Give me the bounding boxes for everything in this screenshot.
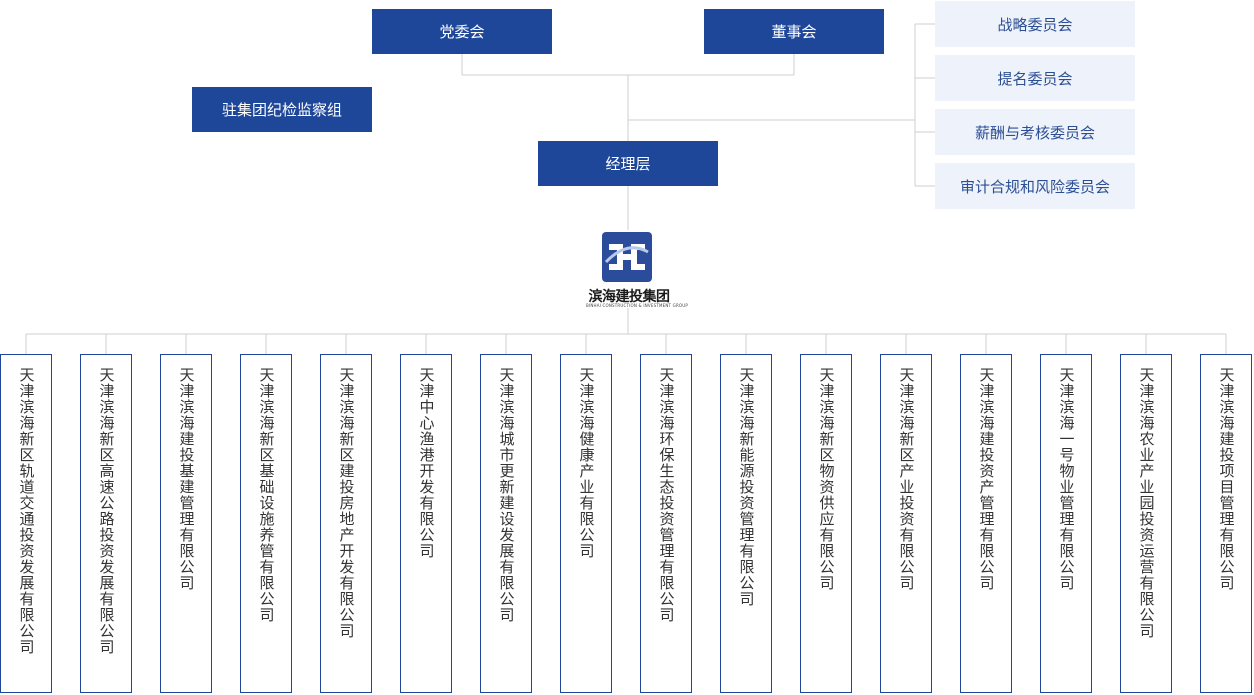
company-box: 天津滨海新区高速公路投资发展有限公司 [80,354,132,693]
company-label: 天津滨海环保生态投资管理有限公司 [657,367,676,623]
company-box: 天津滨海新能源投资管理有限公司 [720,354,772,693]
company-box: 天津滨海建投项目管理有限公司 [1200,354,1252,693]
company-label: 天津滨海新能源投资管理有限公司 [737,367,756,607]
logo-mark-icon [602,232,652,282]
company-box: 天津滨海新区产业投资有限公司 [880,354,932,693]
company-box: 天津滨海建投基建管理有限公司 [160,354,212,693]
company-box: 天津滨海新区轨道交通投资发展有限公司 [0,354,52,693]
company-label: 天津滨海农业产业园投资运营有限公司 [1137,367,1156,639]
company-label: 天津中心渔港开发有限公司 [417,367,436,559]
company-label: 天津滨海新区建投房地产开发有限公司 [337,367,356,639]
company-box: 天津滨海一号物业管理有限公司 [1040,354,1092,693]
company-box: 天津滨海农业产业园投资运营有限公司 [1120,354,1172,693]
company-label: 天津滨海建投基建管理有限公司 [177,367,196,591]
company-label: 天津滨海新区物资供应有限公司 [817,367,836,591]
discipline-group-label: 驻集团纪检监察组 [221,101,342,119]
management-box: 经理层 [538,141,718,186]
committee-strategy: 战略委员会 [935,1,1135,47]
board-label: 董事会 [771,23,817,41]
logo-subtitle: BINHAI CONSTRUCTION & INVESTMENT GROUP [586,303,689,308]
management-label: 经理层 [605,155,651,173]
committee-nomination: 提名委员会 [935,55,1135,101]
company-label: 天津滨海健康产业有限公司 [577,367,596,559]
company-label: 天津滨海新区高速公路投资发展有限公司 [97,367,116,655]
company-label: 天津滨海新区基础设施养管有限公司 [257,367,276,623]
group-logo: 滨海建投集团 BINHAI CONSTRUCTION & INVESTMENT … [586,230,689,310]
committee-compensation: 薪酬与考核委员会 [935,109,1135,155]
board-box: 董事会 [704,9,884,54]
company-label: 天津滨海新区产业投资有限公司 [897,367,916,591]
party-committee-label: 党委会 [439,23,485,41]
company-box: 天津滨海环保生态投资管理有限公司 [640,354,692,693]
company-box: 天津滨海新区基础设施养管有限公司 [240,354,292,693]
party-committee-box: 党委会 [372,9,552,54]
company-box: 天津滨海城市更新建设发展有限公司 [480,354,532,693]
company-label: 天津滨海建投资产管理有限公司 [977,367,996,591]
logo-name: 滨海建投集团 [588,289,671,305]
company-box: 天津滨海新区建投房地产开发有限公司 [320,354,372,693]
company-box: 天津滨海健康产业有限公司 [560,354,612,693]
committee-audit: 审计合规和风险委员会 [935,163,1135,209]
company-box: 天津滨海建投资产管理有限公司 [960,354,1012,693]
company-label: 天津滨海一号物业管理有限公司 [1057,367,1076,591]
company-label: 天津滨海建投项目管理有限公司 [1217,367,1236,591]
company-label: 天津滨海新区轨道交通投资发展有限公司 [17,367,36,655]
company-label: 天津滨海城市更新建设发展有限公司 [497,367,516,623]
company-box: 天津中心渔港开发有限公司 [400,354,452,693]
company-box: 天津滨海新区物资供应有限公司 [800,354,852,693]
discipline-group-box: 驻集团纪检监察组 [192,87,372,132]
